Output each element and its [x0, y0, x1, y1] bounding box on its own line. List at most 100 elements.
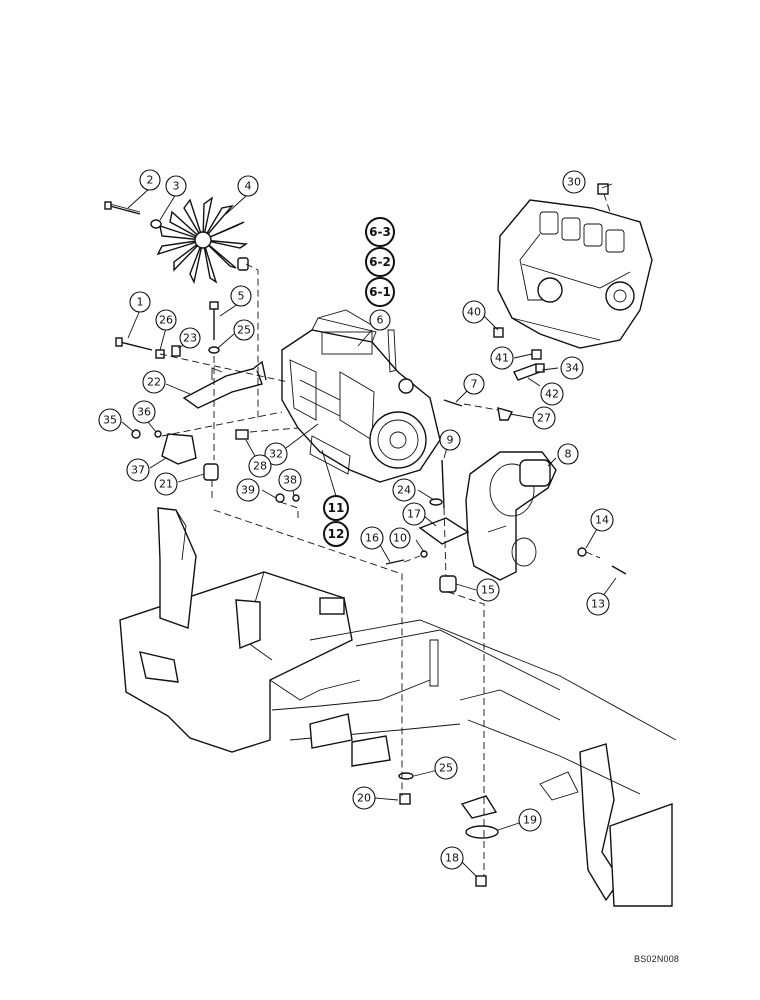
svg-text:5: 5	[238, 290, 245, 303]
svg-text:4: 4	[245, 180, 252, 193]
callout-21: 21	[154, 472, 178, 496]
callout-18: 18	[440, 846, 464, 870]
callout-14: 14	[590, 508, 614, 532]
svg-text:37: 37	[131, 464, 145, 477]
washer-19	[465, 825, 499, 839]
bolt-16	[385, 559, 405, 565]
engine-reference-view	[497, 183, 653, 349]
callout-10: 10	[389, 527, 411, 549]
callout-40: 40	[462, 300, 486, 324]
callout-9: 9	[439, 429, 461, 451]
callout-27: 27	[532, 406, 556, 430]
svg-text:22: 22	[147, 376, 161, 389]
callout-20: 20	[352, 786, 376, 810]
svg-text:1: 1	[137, 296, 144, 309]
callout-22: 22	[142, 370, 166, 394]
nut-36	[154, 430, 162, 438]
callout-8: 8	[557, 443, 579, 465]
callout-25-lower: 25	[434, 756, 458, 780]
svg-text:9: 9	[447, 434, 454, 447]
washer-14	[577, 547, 587, 557]
nut-41	[531, 349, 542, 360]
svg-text:11: 11	[328, 501, 345, 515]
callout-16: 16	[360, 526, 384, 550]
fitting-28	[235, 429, 249, 440]
callout-2: 2	[139, 169, 161, 191]
drawing-reference-code: BS02N008	[634, 954, 680, 964]
svg-text:28: 28	[253, 460, 267, 473]
callout-39: 39	[236, 478, 260, 502]
callout-37: 37	[126, 458, 150, 482]
svg-text:41: 41	[495, 352, 509, 365]
svg-text:2: 2	[147, 174, 154, 187]
assembly-guide-lines	[159, 193, 611, 876]
callout-41: 41	[490, 346, 514, 370]
bracket-17	[418, 517, 470, 545]
bracket-bolt	[115, 337, 153, 351]
bolt-13	[611, 565, 627, 575]
callout-25-upper: 25	[233, 319, 255, 341]
washer-25-lower	[398, 772, 414, 780]
fan-blade-assembly	[156, 196, 249, 285]
svg-text:39: 39	[241, 484, 255, 497]
svg-text:36: 36	[137, 406, 151, 419]
svg-text:19: 19	[523, 814, 537, 827]
isolator-15	[439, 575, 457, 593]
callout-34: 34	[560, 356, 584, 380]
svg-text:25: 25	[237, 324, 251, 337]
flywheel-housing	[465, 451, 557, 581]
bolt-7	[443, 399, 463, 407]
callout-leaders	[121, 183, 617, 877]
svg-text:15: 15	[481, 584, 495, 597]
svg-text:34: 34	[565, 362, 579, 375]
mount-bolt	[209, 301, 219, 340]
svg-text:14: 14	[595, 514, 609, 527]
nut-39	[275, 493, 285, 503]
callout-19: 19	[518, 808, 542, 832]
callout-6-3: 6-3	[365, 217, 395, 247]
svg-text:25: 25	[439, 762, 453, 775]
callout-13: 13	[586, 592, 610, 616]
callout-1: 1	[129, 291, 151, 313]
stud-9	[441, 459, 445, 509]
svg-text:21: 21	[159, 478, 173, 491]
svg-text:13: 13	[591, 598, 605, 611]
svg-text:18: 18	[445, 852, 459, 865]
callout-36: 36	[132, 400, 156, 424]
svg-text:32: 32	[269, 448, 283, 461]
svg-text:35: 35	[103, 414, 117, 427]
machine-frame	[119, 507, 677, 907]
svg-text:17: 17	[407, 508, 421, 521]
fan-washer	[150, 219, 162, 229]
callout-24: 24	[392, 478, 416, 502]
spacer-23	[171, 345, 181, 357]
engine-bracket	[182, 360, 267, 409]
svg-text:6-1: 6-1	[369, 285, 391, 299]
svg-text:42: 42	[545, 388, 559, 401]
callout-5: 5	[230, 285, 252, 307]
svg-text:30: 30	[567, 176, 581, 189]
callout-23: 23	[179, 327, 201, 349]
svg-text:12: 12	[328, 527, 345, 541]
svg-text:40: 40	[467, 306, 481, 319]
svg-text:6-3: 6-3	[369, 225, 391, 239]
callout-7: 7	[463, 373, 485, 395]
fan-bolt	[104, 201, 141, 215]
nut-20	[399, 793, 411, 805]
washer-38	[292, 494, 300, 502]
callout-3: 3	[165, 175, 187, 197]
plate-19	[460, 795, 498, 819]
sensor-27	[497, 407, 514, 421]
washer-24	[429, 498, 443, 506]
callout-15: 15	[476, 578, 500, 602]
svg-text:7: 7	[471, 378, 478, 391]
callout-28: 28	[248, 454, 272, 478]
svg-text:24: 24	[397, 484, 411, 497]
callout-6-1: 6-1	[365, 277, 395, 307]
svg-text:26: 26	[159, 314, 173, 327]
callout-38: 38	[278, 468, 302, 492]
svg-text:6-2: 6-2	[369, 255, 391, 269]
callout-42: 42	[540, 382, 564, 406]
nut-18	[475, 875, 487, 887]
